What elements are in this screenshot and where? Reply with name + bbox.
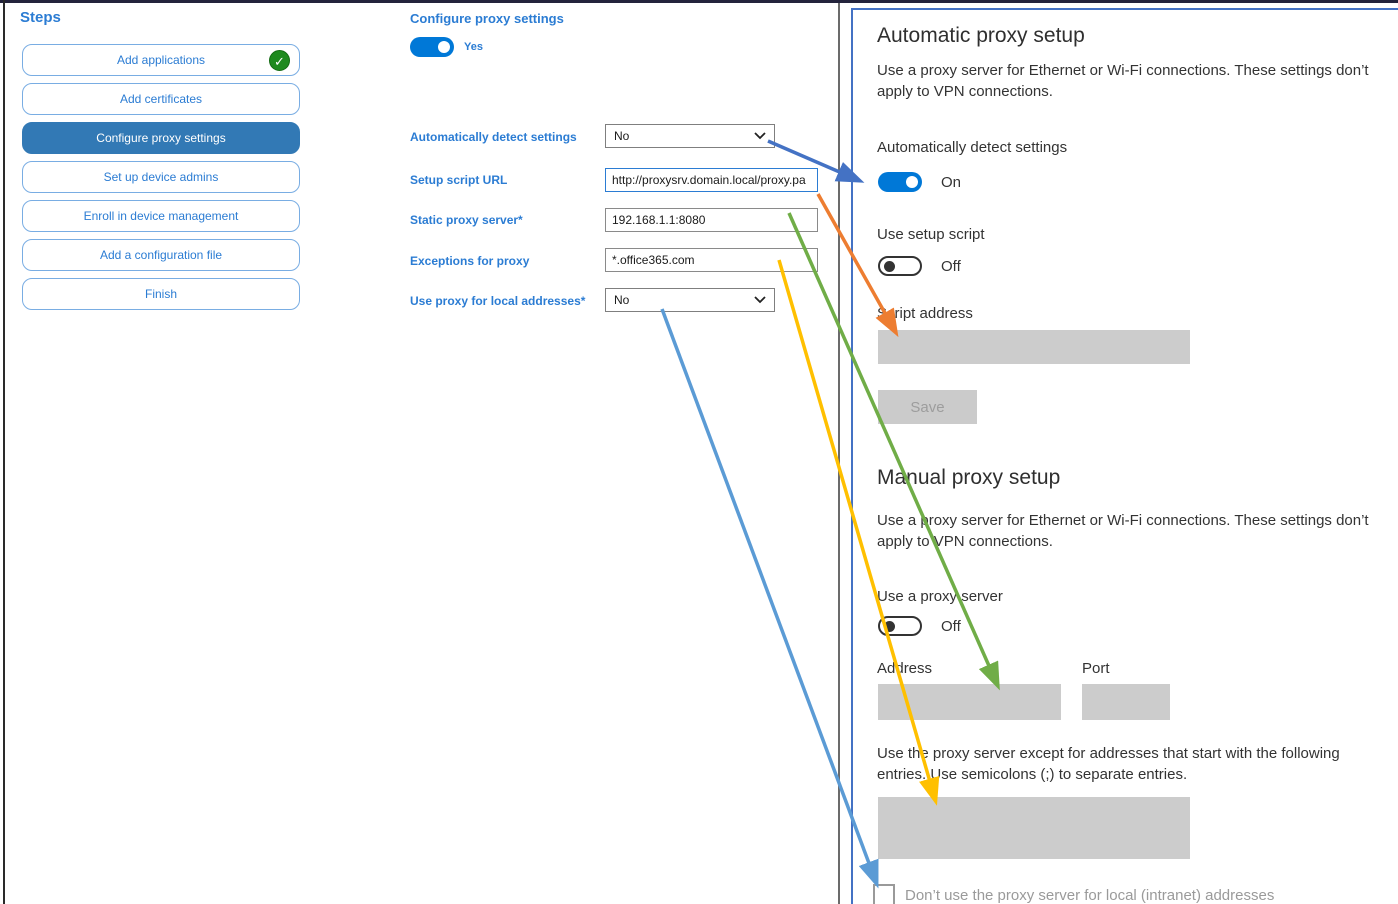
windows-proxy-settings-panel: Automatic proxy setup Use a proxy server… <box>851 8 1398 904</box>
step-label: Enroll in device management <box>83 209 239 223</box>
input-value: *.office365.com <box>612 253 695 267</box>
step-label: Configure proxy settings <box>96 131 226 145</box>
step-set-up-device-admins[interactable]: Set up device admins <box>22 161 300 193</box>
exceptions-textarea[interactable] <box>878 797 1190 859</box>
local-addresses-select[interactable]: No <box>605 288 775 312</box>
configure-proxy-toggle-state: Yes <box>464 41 483 53</box>
step-enroll-device-management[interactable]: Enroll in device management <box>22 200 300 232</box>
steps-panel-title: Steps <box>20 9 61 26</box>
step-label: Add applications <box>116 53 206 67</box>
detect-settings-toggle[interactable] <box>878 172 922 192</box>
use-proxy-server-label: Use a proxy server <box>877 588 1003 605</box>
detect-settings-state: On <box>941 174 962 191</box>
save-button[interactable]: Save <box>878 390 977 424</box>
use-setup-script-label: Use setup script <box>877 226 985 243</box>
step-label: Add certificates <box>119 92 203 106</box>
field-label-setup-script-url: Setup script URL <box>410 173 508 187</box>
chevron-down-icon <box>754 293 766 307</box>
configure-proxy-toggle[interactable] <box>410 37 454 57</box>
toggle-knob <box>884 261 895 272</box>
use-proxy-server-state: Off <box>941 618 961 635</box>
input-value: 192.168.1.1:8080 <box>612 213 706 227</box>
toggle-knob <box>884 621 895 632</box>
port-input[interactable] <box>1082 684 1170 720</box>
step-add-configuration-file[interactable]: Add a configuration file <box>22 239 300 271</box>
select-value: No <box>614 129 630 143</box>
screenshot-frame-left <box>3 0 5 904</box>
detect-settings-select[interactable]: No <box>605 124 775 148</box>
automatic-proxy-heading: Automatic proxy setup <box>877 24 1085 47</box>
field-label-static-proxy: Static proxy server* <box>410 213 523 227</box>
field-label-detect-settings: Automatically detect settings <box>410 130 577 144</box>
automatic-proxy-description: Use a proxy server for Ethernet or Wi-Fi… <box>877 62 1369 100</box>
local-intranet-checkbox[interactable] <box>873 884 895 904</box>
step-finish[interactable]: Finish <box>22 278 300 310</box>
step-add-certificates[interactable]: Add certificates <box>22 83 300 115</box>
screenshot-frame-top <box>0 0 1398 3</box>
toggle-knob <box>438 41 450 53</box>
use-setup-script-toggle[interactable] <box>878 256 922 276</box>
use-proxy-server-toggle[interactable] <box>878 616 922 636</box>
exceptions-for-proxy-input[interactable]: *.office365.com <box>605 248 818 272</box>
address-label: Address <box>877 660 933 677</box>
address-input[interactable] <box>878 684 1061 720</box>
step-label: Add a configuration file <box>99 248 223 262</box>
vertical-divider <box>838 0 840 904</box>
input-value: http://proxysrv.domain.local/proxy.pa <box>612 173 806 187</box>
step-configure-proxy-settings[interactable]: Configure proxy settings <box>22 122 300 154</box>
toggle-knob <box>906 176 918 188</box>
field-label-local-addresses: Use proxy for local addresses* <box>410 294 586 308</box>
select-value: No <box>614 293 630 307</box>
step-add-applications[interactable]: Add applications ✓ <box>22 44 300 76</box>
use-setup-script-state: Off <box>941 258 961 275</box>
port-label: Port <box>1082 660 1110 677</box>
detect-settings-label: Automatically detect settings <box>877 139 1068 156</box>
chevron-down-icon <box>754 129 766 143</box>
local-intranet-checkbox-label: Don’t use the proxy server for local (in… <box>905 887 1275 904</box>
script-address-input[interactable] <box>878 330 1190 364</box>
setup-script-url-input[interactable]: http://proxysrv.domain.local/proxy.pa <box>605 168 818 192</box>
exceptions-description: Use the proxy server except for addresse… <box>877 745 1340 783</box>
arrow-local-addresses <box>660 308 879 889</box>
static-proxy-server-input[interactable]: 192.168.1.1:8080 <box>605 208 818 232</box>
field-label-exceptions: Exceptions for proxy <box>410 254 530 268</box>
step-label: Set up device admins <box>103 170 219 184</box>
script-address-label: Script address <box>877 305 973 322</box>
manual-proxy-description: Use a proxy server for Ethernet or Wi-Fi… <box>877 512 1369 550</box>
form-title: Configure proxy settings <box>410 11 564 26</box>
completed-check-icon: ✓ <box>269 50 290 71</box>
manual-proxy-heading: Manual proxy setup <box>877 466 1061 489</box>
step-label: Finish <box>144 287 177 301</box>
